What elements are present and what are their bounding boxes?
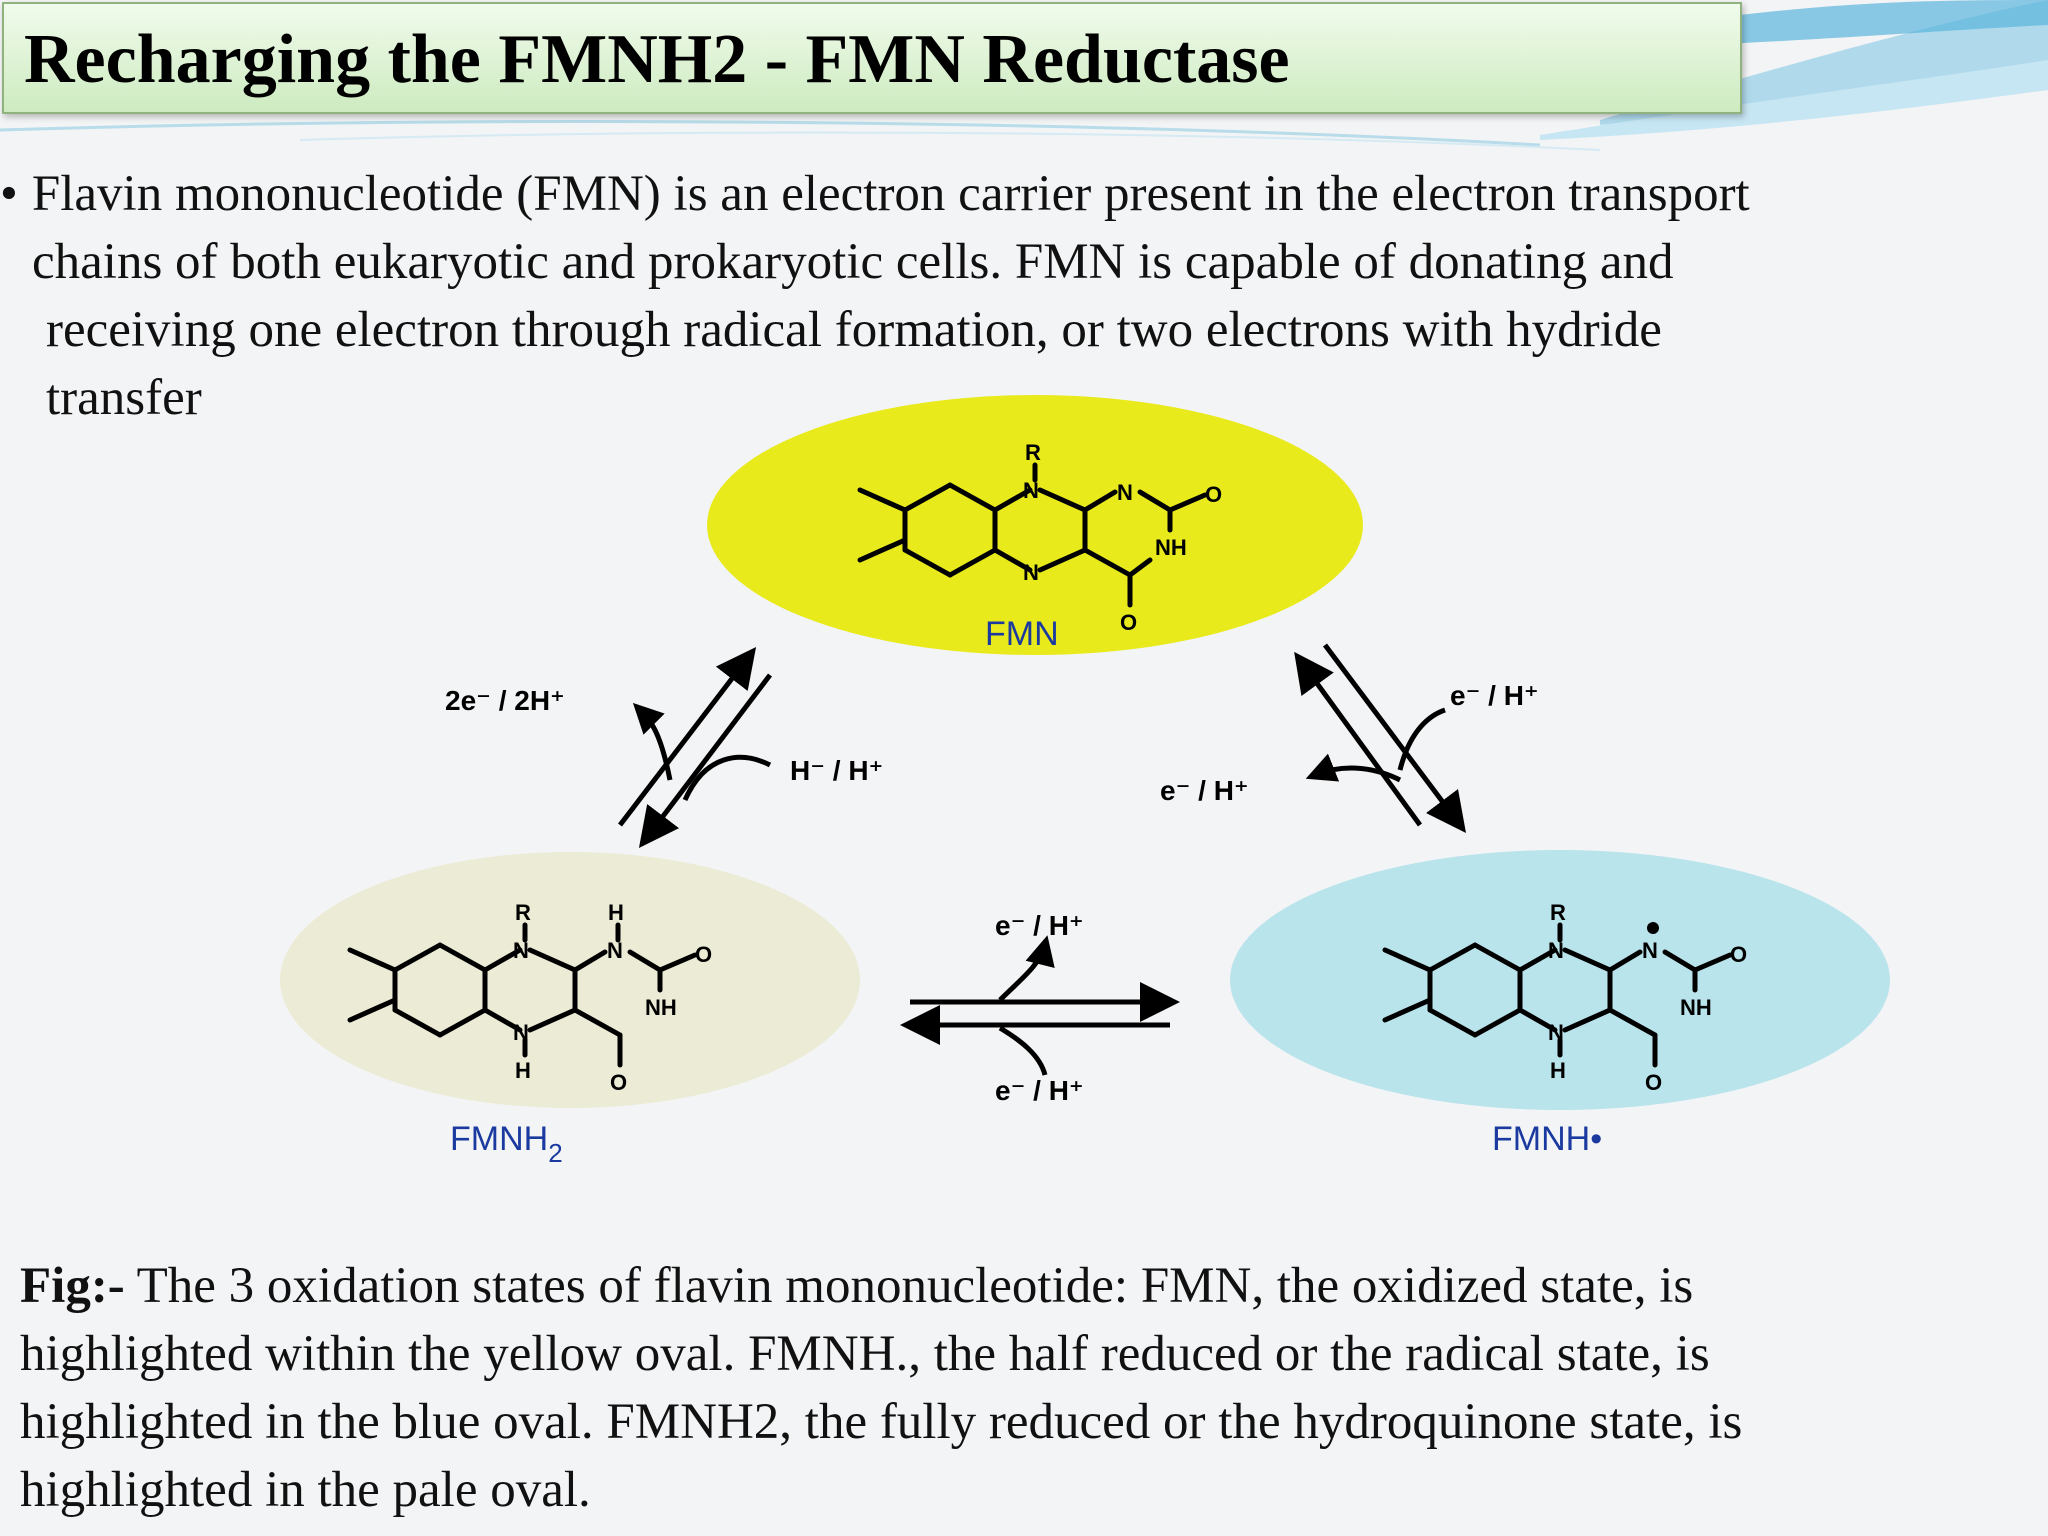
left-arrow-down <box>638 673 772 848</box>
bullet-line-1: •Flavin mononucleotide (FMN) is an elect… <box>0 166 1750 222</box>
bullet-paragraph: •Flavin mononucleotide (FMN) is an elect… <box>0 160 2020 432</box>
svg-text:O: O <box>1730 942 1747 967</box>
page-title: Recharging the FMNH2 - FMN Reductase <box>24 21 1290 98</box>
left-curve-in <box>682 755 772 802</box>
caption-line-4: highlighted in the pale oval. <box>20 1462 591 1518</box>
svg-text:O: O <box>610 1070 627 1095</box>
right-curve-out <box>1397 707 1446 771</box>
label-e-h-bottom-top: e⁻ / H⁺ <box>995 910 1084 941</box>
fmn-structure: N N N R O NH O <box>857 440 1222 635</box>
bullet-marker: • <box>0 166 18 222</box>
svg-text:N: N <box>1548 938 1564 963</box>
label-2e-2h: 2e⁻ / 2H⁺ <box>445 685 565 716</box>
right-curve-in <box>1305 753 1402 783</box>
fmnh-radical-label: FMNH• <box>1492 1120 1602 1158</box>
svg-text:R: R <box>515 900 531 925</box>
left-curve-out <box>632 702 673 781</box>
svg-text:NH: NH <box>1680 995 1712 1020</box>
svg-text:O: O <box>1645 1070 1662 1095</box>
bullet-line-3: receiving one electron through radical f… <box>46 302 1662 358</box>
bullet-line-2: chains of both eukaryotic and prokaryoti… <box>32 234 1674 290</box>
label-hydride: H⁻ / H⁺ <box>790 755 883 786</box>
fmn-oval <box>707 395 1363 655</box>
caption-line-3: highlighted in the blue oval. FMNH2, the… <box>20 1394 1743 1450</box>
bottom-curve-in <box>998 1025 1048 1076</box>
svg-text:N: N <box>1548 1020 1564 1045</box>
fmnh-radical-structure: N N N R H O NH O <box>1382 900 1747 1095</box>
svg-text:R: R <box>1550 900 1566 925</box>
svg-text:R: R <box>1025 440 1041 465</box>
svg-text:N: N <box>1642 938 1658 963</box>
right-arrow-down <box>1323 643 1466 833</box>
svg-text:H: H <box>1550 1058 1566 1083</box>
bullet-line-4: transfer <box>46 370 202 426</box>
bottom-curve-out <box>998 935 1055 1002</box>
title-bar: Recharging the FMNH2 - FMN Reductase <box>2 2 1742 114</box>
svg-text:N: N <box>513 938 529 963</box>
svg-text:O: O <box>695 942 712 967</box>
svg-text:O: O <box>1205 482 1222 507</box>
right-arrow-up <box>1294 651 1423 827</box>
label-e-h-top-right: e⁻ / H⁺ <box>1450 680 1539 711</box>
label-e-h-mid-right: e⁻ / H⁺ <box>1160 775 1249 806</box>
svg-text:N: N <box>513 1020 529 1045</box>
fmnh-radical-oval <box>1230 850 1890 1110</box>
figure-caption: Fig:- The 3 oxidation states of flavin m… <box>20 1252 2020 1524</box>
svg-text:N: N <box>1023 560 1039 585</box>
fmnh2-structure: N N N R H H O NH O <box>347 900 712 1095</box>
label-e-h-bottom-bottom: e⁻ / H⁺ <box>995 1075 1084 1106</box>
svg-text:N: N <box>1117 480 1133 505</box>
caption-label: Fig:- <box>20 1258 125 1314</box>
svg-text:O: O <box>1120 610 1137 635</box>
svg-text:NH: NH <box>1155 535 1187 560</box>
svg-text:N: N <box>1023 478 1039 503</box>
svg-text:N: N <box>607 938 623 963</box>
caption-line-1: Fig:- The 3 oxidation states of flavin m… <box>20 1258 1694 1314</box>
svg-text:NH: NH <box>645 995 677 1020</box>
fmn-label: FMN <box>985 615 1059 653</box>
left-arrow-up <box>618 647 757 827</box>
svg-text:H: H <box>608 900 624 925</box>
fmn-oxidation-diagram: N N N R O NH O FMN N N N R H H <box>280 395 1890 1168</box>
fmnh2-label: FMNH2 <box>450 1120 563 1168</box>
radical-dot <box>1647 922 1659 934</box>
caption-line-2: highlighted within the yellow oval. FMNH… <box>20 1326 1710 1382</box>
fmnh2-oval <box>280 852 860 1108</box>
svg-text:H: H <box>515 1058 531 1083</box>
